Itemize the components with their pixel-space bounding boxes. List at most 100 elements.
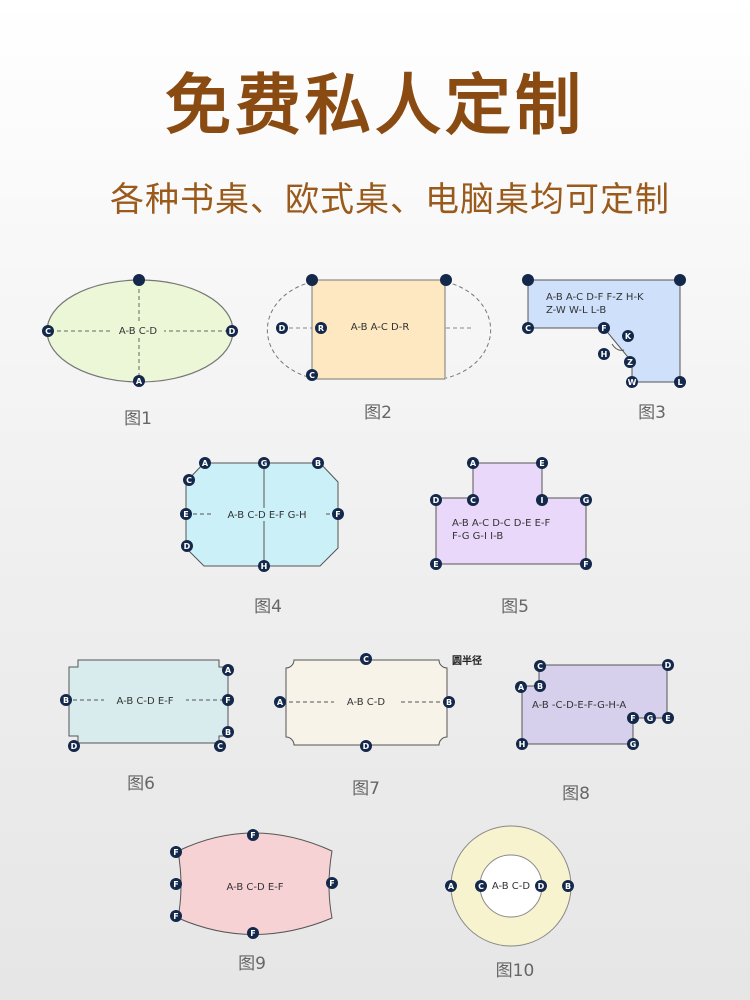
fig9-node-left-label: F xyxy=(173,880,178,889)
fig4-node-e-label: E xyxy=(183,510,188,519)
fig8-caption: 图8 xyxy=(562,784,590,804)
fig10-node-d xyxy=(535,880,547,892)
fig2-node-tr xyxy=(440,274,452,286)
fig6-node-d xyxy=(68,740,80,752)
fig8-node-g-label: G xyxy=(630,740,637,749)
page-title: 免费私人定制 xyxy=(165,67,585,144)
fig8-node-d-label: D xyxy=(665,661,672,670)
fig6-node-f-label: F xyxy=(225,696,230,705)
fig2-caption: 图2 xyxy=(364,403,392,423)
fig9-node-right-label: F xyxy=(329,879,334,888)
fig9-node-left-top xyxy=(170,846,182,858)
fig1-node-d xyxy=(226,325,238,337)
fig4-node-g xyxy=(258,457,270,469)
fig10-label: A-B C-D xyxy=(492,881,531,892)
fig10-caption: 图10 xyxy=(496,961,535,981)
fig6-node-c-label: C xyxy=(217,742,223,751)
fig7-node-d xyxy=(360,740,372,752)
fig9-node-bottom-label: F xyxy=(250,929,255,938)
fig1-node-c-label: C xyxy=(45,327,51,336)
fig2-node-tl xyxy=(306,274,318,286)
fig7-note: 圆半径 xyxy=(452,654,482,667)
fig3-node-tr xyxy=(674,274,686,286)
fig2-node-r xyxy=(315,322,327,334)
fig4-node-c xyxy=(183,474,195,486)
fig10-node-c-label: C xyxy=(478,882,484,891)
fig4-node-e xyxy=(180,508,192,520)
fig6-node-b-left xyxy=(60,694,72,706)
fig2-shape xyxy=(311,279,446,380)
fig1-label-bg xyxy=(112,324,164,337)
fig9-node-top-label: F xyxy=(250,831,255,840)
fig5-node-e xyxy=(430,558,442,570)
fig3-node-k-label: K xyxy=(625,332,632,341)
fig8-node-f-label: F xyxy=(630,714,635,723)
fig10-node-d-label: D xyxy=(538,882,545,891)
fig3-node-c xyxy=(522,322,534,334)
fig5-node-c xyxy=(467,494,479,506)
fig4-caption: 图4 xyxy=(254,597,282,617)
fig5-node-i-label: I xyxy=(541,496,544,505)
fig8-node-c xyxy=(534,660,546,672)
fig2-node-d xyxy=(276,322,288,334)
fig9-node-left xyxy=(170,878,182,890)
figure-9: A-B C-D E-F F F F F F F 图9 xyxy=(170,829,338,974)
fig8-node-b xyxy=(534,680,546,692)
fig3-node-z xyxy=(624,356,636,368)
fig5-node-d xyxy=(430,494,442,506)
fig10-node-b-label: B xyxy=(565,882,571,891)
fig4-label: A-B C-D E-F G-H xyxy=(227,510,306,521)
fig6-node-c xyxy=(214,740,226,752)
fig7-node-c-label: C xyxy=(363,655,369,664)
figure-5: A-B A-C D-C D-E E-F F-G G-I I-B A E D C … xyxy=(430,457,592,617)
fig5-label-line1: A-B A-C D-C D-E E-F xyxy=(452,518,551,529)
fig8-node-g-right-label: G xyxy=(647,714,654,723)
figure-7: A-B C-D 圆半径 C A B D 图7 xyxy=(274,653,482,799)
figure-2: A-B A-C D-R D R C 图2 xyxy=(266,274,492,423)
fig5-caption: 图5 xyxy=(501,597,529,617)
fig4-node-b-label: B xyxy=(315,459,321,468)
fig8-node-g xyxy=(627,738,639,750)
fig8-label: A-B -C-D-E-F-G-H-A xyxy=(532,700,626,711)
fig6-node-a xyxy=(222,664,234,676)
fig4-node-d-label: D xyxy=(184,542,191,551)
fig9-caption: 图9 xyxy=(238,954,266,974)
fig3-node-l xyxy=(674,376,686,388)
fig9-node-left-bottom xyxy=(170,910,182,922)
fig9-node-left-top-label: F xyxy=(173,848,178,857)
fig2-label: A-B A-C D-R xyxy=(351,322,410,333)
fig9-node-bottom xyxy=(247,927,259,939)
fig7-node-b xyxy=(443,696,455,708)
fig5-node-f xyxy=(580,558,592,570)
fig5-node-a xyxy=(467,457,479,469)
fig6-label: A-B C-D E-F xyxy=(116,696,173,707)
fig5-shape xyxy=(435,462,587,565)
fig4-node-d xyxy=(181,540,193,552)
fig3-node-w-label: W xyxy=(628,378,637,387)
fig7-node-d-label: D xyxy=(363,742,370,751)
fig6-node-d-label: D xyxy=(71,742,78,751)
fig10-node-a-label: A xyxy=(448,882,455,891)
fig6-node-b xyxy=(222,726,234,738)
fig1-node-d-label: D xyxy=(229,327,236,336)
fig9-shape xyxy=(177,832,333,935)
fig8-node-b-label: B xyxy=(537,682,543,691)
fig6-node-f xyxy=(222,694,234,706)
fig1-label: A-B C-D xyxy=(119,326,158,337)
fig6-node-b-left-label: B xyxy=(63,696,69,705)
fig5-node-a-label: A xyxy=(470,459,477,468)
fig3-label-line1: A-B A-C D-F F-Z H-K xyxy=(546,292,644,303)
fig1-node-c xyxy=(42,325,54,337)
fig7-label-bg xyxy=(334,695,398,708)
fig2-arc-left xyxy=(266,281,313,379)
fig3-node-c-label: C xyxy=(525,324,531,333)
fig1-caption: 图1 xyxy=(124,409,152,429)
fig3-arrow xyxy=(611,343,625,351)
fig7-label: A-B C-D xyxy=(347,697,386,708)
fig3-node-f xyxy=(598,322,610,334)
fig3-node-z-label: Z xyxy=(627,358,633,367)
fig3-node-h-label: H xyxy=(601,350,608,359)
figure-3: A-B A-C D-F F-Z H-K Z-W W-L L-B C F K H … xyxy=(522,274,686,423)
fig3-node-l-label: L xyxy=(677,378,682,387)
fig3-label-line2: Z-W W-L L-B xyxy=(546,305,606,316)
